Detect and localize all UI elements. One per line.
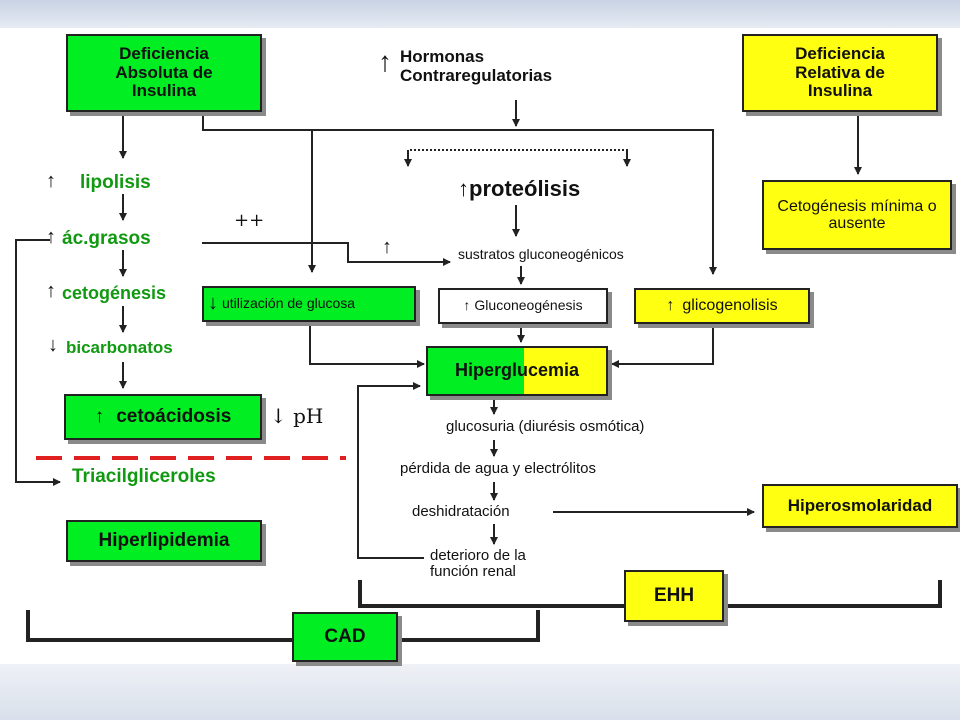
up-arrow-icon: ↑ — [458, 176, 469, 201]
triacylglycerols-label: Triacilgliceroles — [72, 466, 216, 487]
fatty-acids-up-icon: ↑ — [46, 226, 56, 248]
glucose-utilization-box: ↓utilización de glucosa — [202, 286, 416, 322]
minimal-ketogenesis-box: Cetogénesis mínima o ausente — [762, 180, 952, 250]
cad-box: CAD — [292, 612, 398, 662]
dehydration-label: deshidratación — [412, 503, 510, 520]
up-arrow-icon: ↑ — [463, 297, 471, 314]
fatty-acids-label: ác.grasos — [62, 228, 151, 249]
up-arrow-icon: ↑ — [94, 405, 105, 427]
gluconeogenesis-box: ↑Gluconeogénesis — [438, 288, 608, 324]
bicarbonate-label: bicarbonatos — [66, 338, 173, 357]
counter-regulatory-hormones-label: Hormonas Contraregulatorias — [400, 47, 553, 85]
relative-insulin-deficiency-box: Deficiencia Relativa de Insulina — [742, 34, 938, 112]
ketogenesis-label: cetogénesis — [62, 283, 167, 303]
up-arrow-icon: ↑ — [666, 297, 675, 315]
bicarbonate-down-icon: ↓ — [48, 334, 58, 356]
glucosuria-label: glucosuria (diurésis osmótica) — [446, 418, 645, 435]
decorative-footer-band — [0, 664, 960, 720]
proteolysis-label: ↑proteólisis — [458, 176, 581, 201]
glycogenolysis-box: ↑glicogenolisis — [634, 288, 810, 324]
absolute-insulin-deficiency-box: Deficiencia Absoluta de Insulina — [66, 34, 262, 112]
ph-down-label: ↓ pH — [270, 404, 324, 428]
gluconeogenic-substrates-label: sustratos gluconeogénicos — [458, 246, 624, 262]
decorative-header-band — [0, 0, 960, 28]
water-electrolyte-loss-label: pérdida de agua y electrólitos — [400, 460, 596, 477]
down-arrow-icon: ↓ — [270, 404, 287, 428]
lipolysis-up-icon: ↑ — [46, 170, 56, 192]
hormones-up-icon: ↑ — [378, 46, 392, 77]
lipolysis-label: lipolisis — [80, 172, 151, 193]
hyperlipidemia-box: Hiperlipidemia — [66, 520, 262, 562]
ketoacidosis-box: ↑cetoácidosis — [64, 394, 262, 440]
renal-function-deterioration-label: deterioro de la función renal — [430, 547, 526, 580]
ketogenesis-up-icon: ↑ — [46, 280, 56, 302]
down-arrow-icon: ↓ — [208, 292, 218, 315]
plus-plus-label: ++ — [234, 210, 265, 231]
substrates-up-icon: ↑ — [382, 236, 392, 258]
hyperosmolarity-box: Hiperosmolaridad — [762, 484, 958, 528]
ehh-box: EHH — [624, 570, 724, 622]
